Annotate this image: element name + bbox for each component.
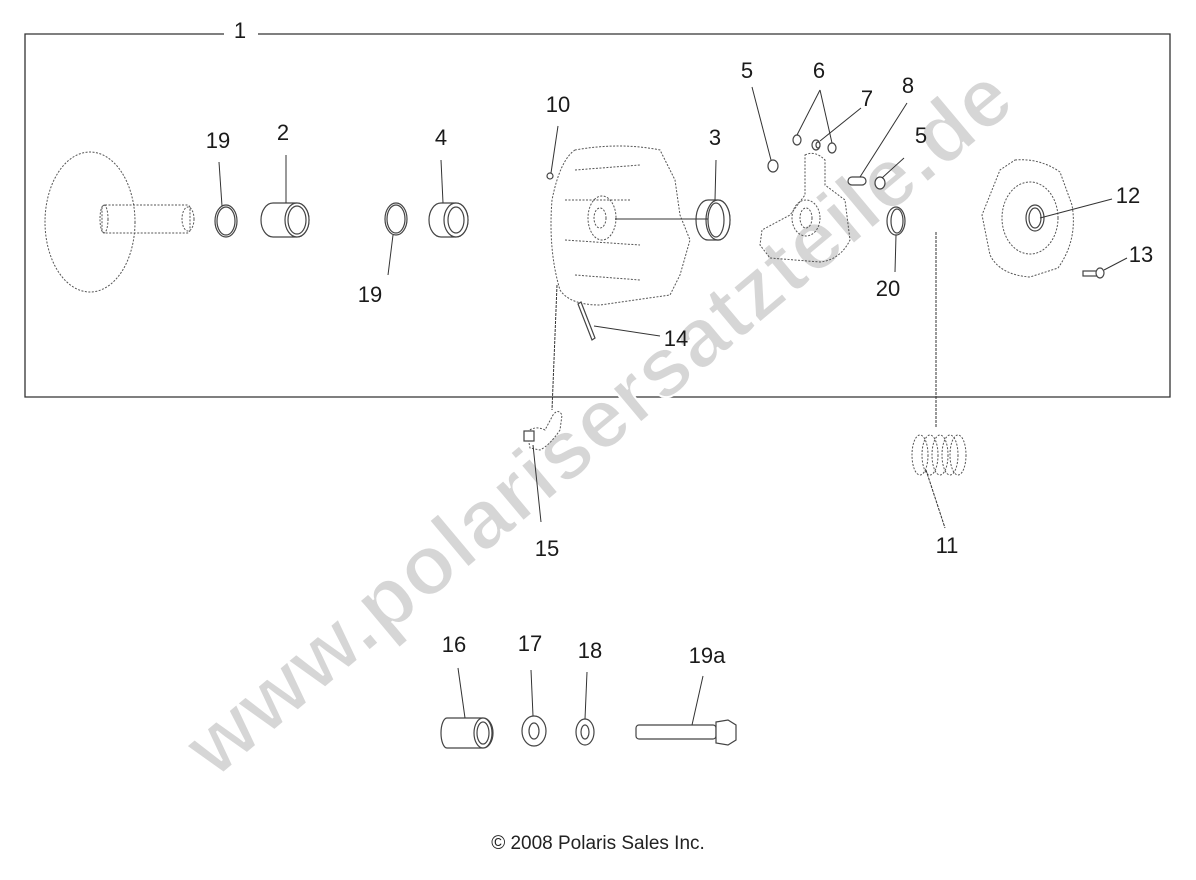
callout-17: 18: [578, 638, 602, 663]
pin-13-drawing: [577, 301, 596, 341]
svg-text:www.polarisersatzteile.de: www.polarisersatzteile.de: [165, 48, 1030, 795]
callout-3: 3: [709, 125, 721, 150]
copyright-notice: © 2008 Polaris Sales Inc.: [491, 833, 705, 854]
callout-11: 12: [1116, 183, 1140, 208]
callout-7: 7: [861, 86, 873, 111]
weight-14-drawing: [523, 411, 563, 451]
callout-15: 16: [442, 632, 466, 657]
assembly-box: [24, 33, 1171, 398]
roller-6-left-drawing: [792, 134, 802, 146]
callout-14: 15: [535, 536, 559, 561]
leader-lines: [218, 86, 1128, 726]
callout-1: 1: [234, 18, 246, 43]
screw-12-drawing: [1082, 267, 1105, 279]
callout-19-bottom: 19: [358, 282, 382, 307]
spacer-15-drawing: [440, 717, 494, 749]
callout-8: 8: [902, 73, 914, 98]
callout-10: 11: [936, 533, 959, 558]
set-screw-9-drawing: [546, 172, 554, 180]
spider-drawing: [759, 152, 851, 263]
bolt-18-drawing: [635, 719, 737, 746]
bushing-2-drawing: [260, 202, 310, 238]
cover-11-drawing: [981, 159, 1074, 278]
washer-16-drawing: [521, 715, 547, 747]
ring-19-left-drawing: [214, 204, 238, 238]
callout-13: 14: [664, 326, 688, 351]
callout-5-right: 5: [915, 123, 927, 148]
callout-5-left: 5: [741, 58, 753, 83]
moveable-sheave-drawing: [550, 145, 691, 306]
callout-6: 6: [813, 58, 825, 83]
button-5-right-drawing: [874, 176, 886, 190]
button-5-left-drawing: [767, 159, 779, 173]
callout-4: 4: [435, 125, 447, 150]
callout-19-top: 19: [206, 128, 230, 153]
watermark: www.polarisersatzteile.de: [164, 47, 1031, 796]
callout-labels: 1 19 2 4 19 10 3 5 6 7 8 5 20 12 13 14 1…: [206, 18, 1153, 668]
bushing-4-drawing: [428, 202, 469, 238]
bushing-3-drawing: [695, 199, 731, 241]
ring-19-right-drawing: [384, 202, 408, 236]
callout-12: 13: [1129, 242, 1153, 267]
callout-18: 19a: [689, 643, 726, 668]
bushing-20-drawing: [886, 206, 906, 236]
callout-16: 17: [518, 631, 542, 656]
callout-20: 20: [876, 276, 900, 301]
roller-6-right-drawing: [827, 142, 837, 154]
pin-8-drawing: [847, 176, 867, 186]
callout-2: 2: [277, 120, 289, 145]
spring-10-drawing: [911, 434, 967, 476]
washer-17-drawing: [575, 718, 595, 746]
fixed-sheave-drawing: [44, 151, 195, 293]
washer-7-drawing: [811, 139, 821, 151]
callout-9: 10: [546, 92, 570, 117]
